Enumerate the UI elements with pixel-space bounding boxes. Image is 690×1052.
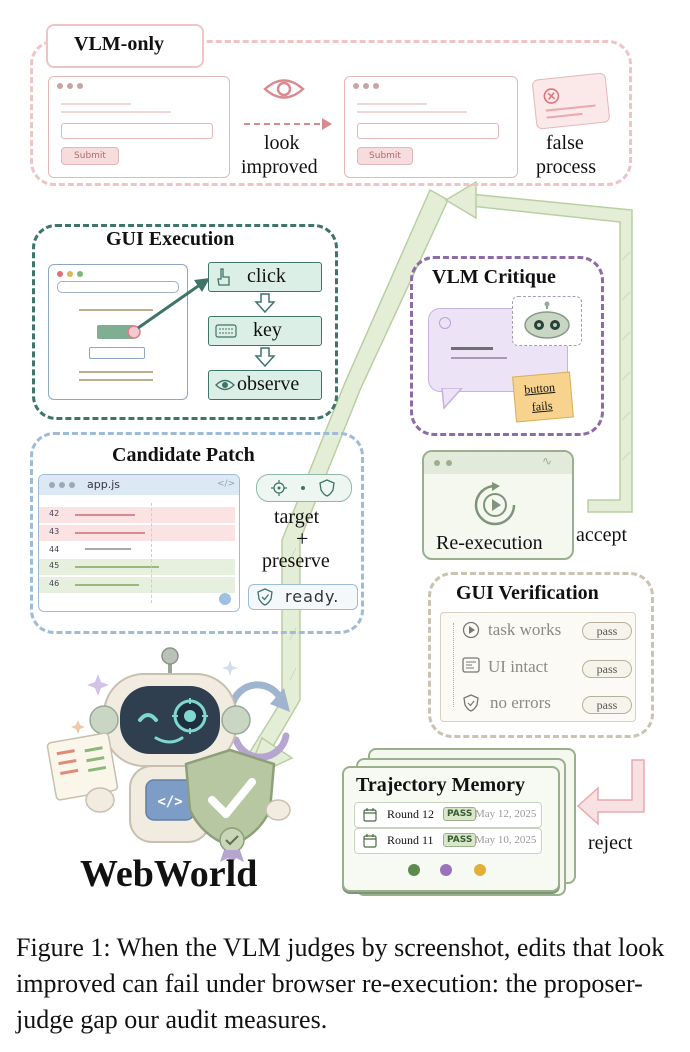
gui-verification-panel bbox=[428, 572, 654, 738]
preserve-label: preserve bbox=[262, 550, 330, 572]
ready-pill: ready. bbox=[248, 584, 358, 610]
browser-window bbox=[48, 264, 188, 400]
vlm-right-window: Submit bbox=[344, 76, 518, 178]
gui-verification-title: GUI Verification bbox=[456, 582, 599, 604]
status-dot-purple bbox=[440, 864, 452, 876]
calendar-icon bbox=[363, 808, 377, 822]
eye-icon bbox=[215, 379, 235, 391]
check-status-errors: pass bbox=[582, 696, 632, 714]
line-number: 46 bbox=[49, 579, 60, 588]
filename-label: app.js bbox=[87, 478, 120, 491]
figure-caption: Figure 1: When the VLM judges by screens… bbox=[16, 933, 665, 1034]
line-number: 43 bbox=[49, 527, 60, 536]
check-badge-icon bbox=[219, 593, 231, 605]
vlm-left-window: Submit bbox=[48, 76, 230, 178]
reexecution-label: Re-execution bbox=[436, 532, 543, 554]
svg-text:</>: </> bbox=[157, 794, 182, 810]
plus-label: + bbox=[296, 526, 309, 551]
target-label: target bbox=[274, 506, 320, 528]
code-editor: app.js </> 42 43 44 45 46 bbox=[38, 474, 240, 612]
submit-button-right[interactable]: Submit bbox=[357, 147, 413, 165]
status-dot-green bbox=[408, 864, 420, 876]
reject-label: reject bbox=[588, 832, 633, 854]
click-arrow bbox=[127, 278, 210, 339]
gui-execution-title: GUI Execution bbox=[106, 228, 235, 250]
gui-execution-panel bbox=[32, 224, 338, 420]
step-click-label: click bbox=[247, 265, 286, 287]
look-improved-arrow bbox=[244, 118, 332, 130]
line-number: 42 bbox=[49, 509, 60, 518]
target-icon bbox=[271, 480, 287, 496]
step-observe-label: observe bbox=[237, 373, 300, 395]
error-card bbox=[531, 72, 611, 130]
note-fails: fails bbox=[531, 398, 554, 414]
vlm-only-panel bbox=[30, 40, 632, 186]
submit-button-left[interactable]: Submit bbox=[61, 147, 119, 165]
look-label: look bbox=[264, 132, 300, 154]
shield-bug-icon bbox=[463, 694, 479, 712]
down-arrow-icon bbox=[254, 347, 276, 368]
note-button: button bbox=[523, 379, 556, 397]
shield-check-icon bbox=[257, 588, 273, 606]
step-key-label: key bbox=[253, 319, 282, 341]
down-arrow-icon bbox=[254, 293, 276, 314]
calendar-icon bbox=[363, 834, 377, 848]
memory-round: Round 11 bbox=[387, 833, 434, 847]
check-label-task: task works bbox=[488, 620, 562, 639]
step-observe[interactable]: observe bbox=[208, 370, 322, 400]
check-label-errors: no errors bbox=[490, 693, 551, 712]
step-click[interactable]: click bbox=[208, 262, 322, 292]
step-key[interactable]: key bbox=[208, 316, 322, 346]
memory-row[interactable]: Round 11 PASS May 10, 2025 bbox=[354, 828, 542, 854]
webworld-robot-illustration: </> bbox=[46, 647, 291, 864]
robot-head-icon bbox=[524, 301, 570, 339]
vlm-critique-title: VLM Critique bbox=[432, 266, 556, 288]
memory-date: May 10, 2025 bbox=[475, 834, 537, 846]
ready-label: ready. bbox=[285, 587, 340, 606]
shield-icon bbox=[319, 479, 335, 497]
play-circle-icon bbox=[462, 621, 480, 639]
robot-avatar-box bbox=[512, 296, 582, 346]
check-status-task: pass bbox=[582, 622, 632, 640]
webworld-brand: WebWorld bbox=[80, 853, 258, 895]
vlm-critique-panel bbox=[410, 256, 604, 436]
trajectory-memory-title: Trajectory Memory bbox=[356, 774, 525, 796]
process-label: process bbox=[536, 156, 596, 178]
memory-round: Round 12 bbox=[387, 807, 435, 821]
false-label: false bbox=[546, 132, 584, 154]
memory-badge: PASS bbox=[443, 833, 477, 847]
candidate-patch-panel bbox=[30, 432, 364, 634]
error-x-icon bbox=[543, 88, 560, 104]
wave-icon: ∿ bbox=[542, 454, 553, 468]
eye-icon bbox=[263, 79, 305, 99]
line-number: 44 bbox=[49, 545, 60, 554]
bubble-tail bbox=[441, 388, 464, 410]
vlm-only-title: VLM-only bbox=[74, 33, 164, 55]
accept-label: accept bbox=[576, 524, 628, 546]
target-preserve-pill bbox=[256, 474, 352, 502]
memory-badge: PASS bbox=[443, 807, 477, 821]
improved-label: improved bbox=[241, 156, 318, 178]
highlighted-button[interactable] bbox=[97, 325, 135, 339]
status-dot-yellow bbox=[474, 864, 486, 876]
keyboard-icon bbox=[215, 324, 237, 338]
code-icon: </> bbox=[217, 479, 236, 489]
replay-icon bbox=[474, 482, 516, 526]
line-number: 45 bbox=[49, 561, 60, 570]
ui-layout-icon bbox=[462, 657, 480, 673]
memory-date: May 12, 2025 bbox=[475, 808, 537, 820]
vlm-only-title-box bbox=[46, 24, 204, 68]
pointer-hand-icon bbox=[217, 268, 230, 286]
candidate-patch-title: Candidate Patch bbox=[112, 444, 255, 466]
check-label-ui: UI intact bbox=[488, 657, 548, 676]
sticky-note: button fails bbox=[512, 371, 574, 423]
check-status-ui: pass bbox=[582, 660, 632, 678]
reexecution-card[interactable]: ∿ Re-execution bbox=[422, 450, 574, 560]
memory-row[interactable]: Round 12 PASS May 12, 2025 bbox=[354, 802, 542, 828]
